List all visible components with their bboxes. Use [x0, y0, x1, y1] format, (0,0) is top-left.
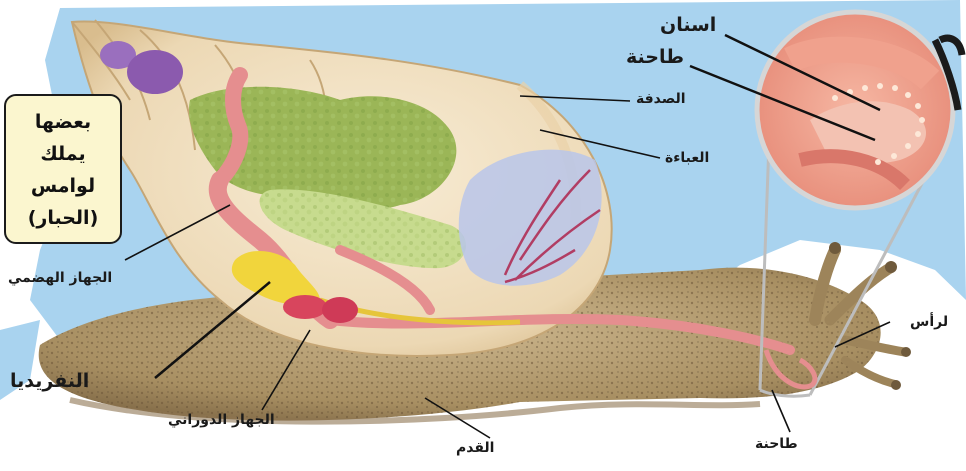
label-nephridia: النفريديا — [10, 370, 89, 392]
note-box: بعضها يملك لوامس (الحبار) — [4, 94, 122, 244]
label-circulatory-system: الجهاز الدوراني — [168, 412, 275, 428]
note-line-1: بعضها — [6, 106, 120, 138]
note-line-3: لوامس — [6, 170, 120, 202]
note-line-4: (الحبار) — [6, 202, 120, 234]
label-mantle: العباءة — [665, 150, 709, 166]
label-teeth: اسنان — [660, 14, 716, 36]
label-radula-bottom: طاحنة — [755, 436, 798, 452]
label-radula-top: طاحنة — [626, 46, 684, 68]
label-foot: القدم — [456, 440, 494, 456]
label-head: لرأس — [910, 314, 948, 330]
label-shell: الصدفة — [636, 91, 686, 107]
note-line-2: يملك — [6, 138, 120, 170]
label-digestive-system: الجهاز الهضمي — [8, 270, 112, 286]
